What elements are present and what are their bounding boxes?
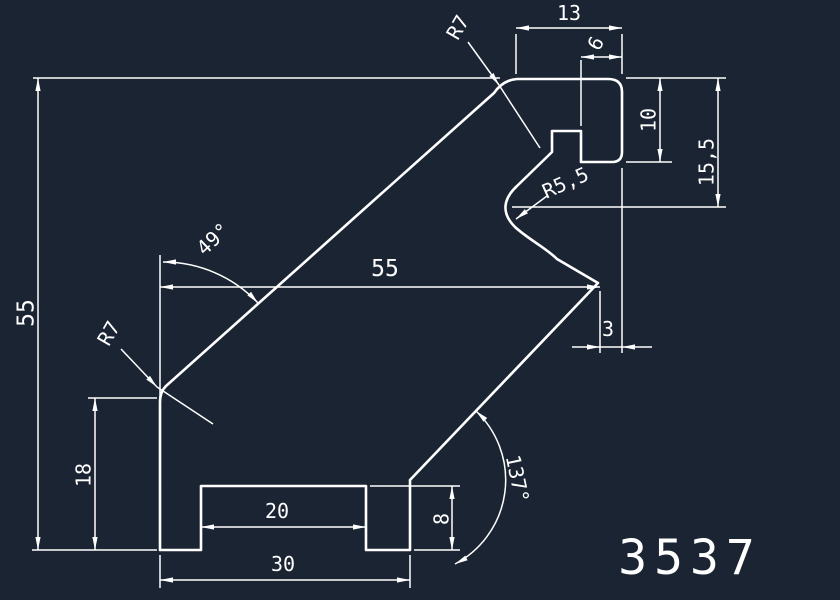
dim-13-label: 13 [557, 1, 581, 25]
part-number: 3537 [618, 530, 762, 586]
dim-8-label: 8 [430, 513, 454, 525]
dimension-width-55: 55 [160, 256, 600, 290]
dim-15-5-label: 15,5 [695, 138, 719, 186]
dimension-height-18: 18 [72, 398, 98, 550]
leader-line [156, 386, 214, 425]
dimension-height-55: 55 [14, 78, 41, 550]
angle-arc [454, 410, 507, 565]
dim-18-label: 18 [72, 463, 96, 487]
extension-lines [32, 34, 726, 588]
dim-20-label: 20 [265, 499, 289, 523]
leader-line [498, 84, 541, 149]
dimension-height-15-5: 15,5 [695, 78, 721, 207]
dimension-width-20: 20 [201, 499, 366, 530]
angle-arc [162, 259, 259, 304]
dim-3-label: 3 [602, 317, 614, 341]
dimension-width-3: 3 [572, 317, 652, 350]
dim-55-vertical-label: 55 [14, 299, 40, 327]
dim-30-label: 30 [271, 552, 295, 576]
part-profile-outline [158, 77, 624, 552]
dimension-width-13: 13 [516, 1, 622, 31]
leader-line [467, 41, 500, 86]
dimension-width-30: 30 [160, 552, 410, 583]
dim-55-horizontal-label: 55 [371, 256, 399, 282]
dimension-height-10: 10 [637, 78, 663, 162]
leader-line [120, 348, 158, 388]
dimension-height-8: 8 [430, 486, 455, 550]
leader-line [515, 195, 548, 220]
dim-10-label: 10 [637, 108, 661, 132]
